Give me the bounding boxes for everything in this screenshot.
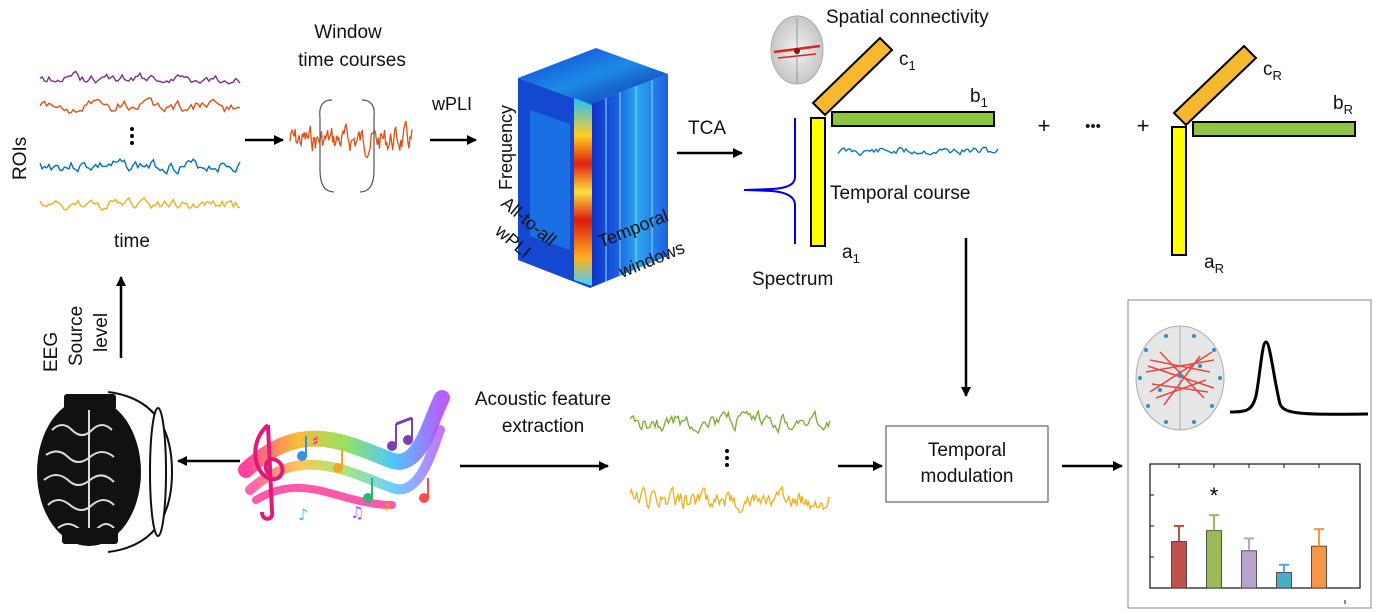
acoustic-ellipsis-dot bbox=[725, 449, 729, 453]
window-title-line1: Window bbox=[314, 22, 382, 43]
spatial-connectivity-label: Spatial connectivity bbox=[826, 7, 989, 28]
error-bar-3 bbox=[1244, 537, 1254, 551]
headphone-earcup bbox=[149, 407, 167, 537]
headphone-top-pad bbox=[64, 394, 116, 410]
level-label: level bbox=[91, 313, 112, 352]
error-bar-4 bbox=[1279, 563, 1289, 573]
temporal-course-trace bbox=[837, 146, 999, 157]
factor-c1-bar bbox=[811, 36, 894, 117]
spectrum-trace bbox=[743, 118, 796, 244]
aR-label: aR bbox=[1204, 252, 1224, 276]
window-time-course bbox=[289, 99, 413, 193]
error-bar-2 bbox=[1209, 514, 1219, 531]
svg-text:♯: ♯ bbox=[384, 500, 391, 516]
bar-3 bbox=[1241, 550, 1257, 589]
a1-label: a1 bbox=[842, 242, 860, 266]
temporal-course-label: Temporal course bbox=[830, 183, 970, 204]
factor-a1-bar bbox=[810, 117, 826, 247]
svg-text:♫: ♫ bbox=[350, 503, 364, 522]
cube-left-glow bbox=[530, 110, 570, 250]
ellipsis: ••• bbox=[1085, 118, 1101, 135]
cube-stripes bbox=[605, 80, 653, 282]
c1-label: c1 bbox=[899, 49, 916, 73]
acoustic-ellipsis-dot bbox=[725, 456, 729, 460]
music-notes-illustration: ♪ ♯ ♯ ♫ bbox=[238, 390, 450, 524]
frequency-label: Frequency bbox=[496, 105, 516, 190]
error-bar-1 bbox=[1174, 525, 1184, 542]
factor-bR-bar bbox=[1192, 121, 1356, 137]
wpli-tensor-cube bbox=[518, 48, 668, 288]
acoustic-label-line2: extraction bbox=[502, 416, 584, 437]
roi-ellipsis-dot bbox=[130, 134, 134, 138]
source-label: Source bbox=[66, 306, 87, 366]
cR-label: cR bbox=[1263, 59, 1282, 83]
bR-label: bR bbox=[1333, 93, 1353, 117]
window-bracket-left bbox=[319, 99, 335, 193]
temporal-modulation-line2: modulation bbox=[921, 466, 1014, 487]
roi-ellipsis-dot bbox=[130, 141, 134, 145]
acoustic-feature-traces bbox=[629, 409, 831, 514]
cube-hot-band bbox=[574, 98, 592, 286]
svg-text:♯: ♯ bbox=[312, 434, 319, 450]
roi-trace-purple bbox=[39, 70, 241, 85]
small-brain-connectivity bbox=[770, 15, 824, 85]
result-bar-chart: * bbox=[1149, 463, 1361, 589]
headphone-band bbox=[107, 391, 174, 553]
roi-ellipsis-dot bbox=[130, 127, 134, 131]
roi-trace-orange bbox=[39, 97, 241, 115]
rois-label: ROIs bbox=[10, 137, 31, 180]
roi-traces bbox=[39, 70, 241, 212]
cube-right-face bbox=[590, 74, 668, 288]
bar-2 bbox=[1206, 530, 1222, 589]
factor-aR-bar bbox=[1171, 126, 1187, 256]
acoustic-ellipsis-dot bbox=[725, 463, 729, 467]
plus-sign-1: + bbox=[1038, 113, 1051, 138]
time-label: time bbox=[114, 231, 150, 252]
window-title-line2: time courses bbox=[298, 50, 406, 71]
cube-top-face bbox=[518, 48, 668, 104]
result-spectrum-peak bbox=[1229, 340, 1369, 416]
tca-label: TCA bbox=[688, 118, 726, 139]
headphone-bottom-pad bbox=[62, 528, 118, 544]
svg-text:♪: ♪ bbox=[298, 505, 308, 524]
bar-1 bbox=[1171, 541, 1187, 589]
roi-trace-blue bbox=[39, 157, 241, 175]
cube-left-face bbox=[518, 78, 590, 288]
temporal-modulation-line1: Temporal bbox=[928, 440, 1006, 461]
acoustic-trace-green bbox=[629, 409, 831, 435]
acoustic-trace-yellow bbox=[629, 484, 831, 514]
temporal-modulation-box bbox=[885, 425, 1049, 503]
factor-b1-bar bbox=[831, 111, 995, 127]
bar-5 bbox=[1311, 545, 1327, 589]
result-brain-connectivity bbox=[1135, 325, 1225, 431]
error-bar-5 bbox=[1314, 528, 1324, 547]
window-trace bbox=[289, 120, 413, 158]
window-bracket-right bbox=[359, 99, 375, 193]
roi-trace-yellow bbox=[39, 196, 241, 212]
acoustic-label-line1: Acoustic feature bbox=[475, 389, 611, 410]
plus-sign-2: + bbox=[1137, 113, 1150, 138]
factor-cR-bar bbox=[1172, 44, 1258, 127]
spectrum-label: Spectrum bbox=[752, 269, 833, 290]
b1-label: b1 bbox=[970, 86, 988, 110]
bar-4 bbox=[1276, 572, 1292, 589]
significance-asterisk: * bbox=[1210, 483, 1219, 508]
eeg-label: EEG bbox=[41, 332, 62, 372]
wpli-arrow-label: wPLI bbox=[431, 94, 472, 114]
listener-head-headphones bbox=[37, 391, 174, 553]
treble-clef-icon bbox=[253, 423, 285, 521]
